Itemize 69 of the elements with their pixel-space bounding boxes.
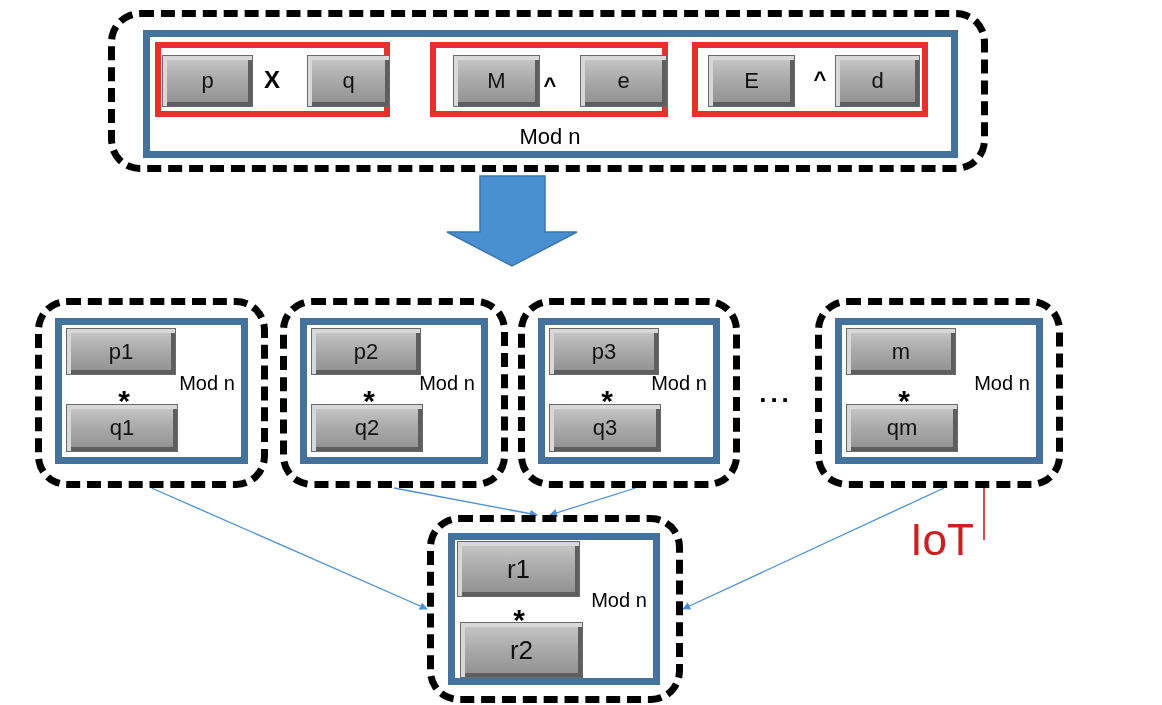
modulus-frame [448, 533, 660, 685]
operand-key [66, 328, 176, 375]
operand-key [549, 328, 659, 375]
modulus-text: Mod n [651, 371, 707, 395]
dashed-group-frame [815, 298, 1063, 488]
operation-frame [430, 42, 668, 117]
arrow [393, 487, 538, 518]
operation-frame [155, 42, 390, 117]
ellipsis-text: ... [759, 377, 793, 409]
modulus-text: Mod n [974, 371, 1030, 395]
arrow [682, 487, 945, 610]
operand-text: p2 [353, 338, 379, 365]
operand-text: p1 [108, 338, 134, 365]
modulus-frame [835, 318, 1043, 464]
dashed-group-frame [35, 298, 268, 488]
dashed-group-frame [280, 298, 508, 488]
operator-symbol: * [118, 384, 130, 418]
operand-text: e [617, 68, 630, 94]
operator-symbol: * [601, 384, 613, 418]
operand-key [580, 55, 667, 107]
operand-key [460, 622, 583, 678]
modulus-frame [55, 318, 248, 464]
arrow [150, 487, 428, 610]
modulus-frame [300, 318, 488, 464]
dashed-group-frame [518, 298, 740, 488]
modulus-frame [143, 30, 958, 158]
operand-text: m [891, 338, 911, 365]
operand-key [311, 328, 421, 375]
operand-text: q2 [354, 415, 380, 441]
operand-key [162, 55, 253, 107]
operand-key [453, 55, 540, 107]
modulus-text: Mod n [591, 588, 647, 612]
operand-text: p [201, 68, 214, 94]
operator-symbol: ^ [543, 73, 557, 99]
operand-key [846, 328, 956, 375]
dashed-group-frame [108, 10, 988, 172]
modulus-text: Mod n [419, 371, 475, 395]
operand-key [457, 541, 580, 597]
modulus-text: Mod n [519, 124, 581, 150]
operand-text: q1 [109, 415, 135, 441]
operand-key [311, 404, 423, 452]
operand-text: M [487, 68, 506, 94]
operator-symbol: X [264, 66, 280, 94]
operand-text: p3 [591, 338, 617, 365]
operand-key [846, 404, 958, 452]
operand-text: E [744, 68, 759, 94]
block-arrow [446, 175, 578, 267]
operand-text: d [871, 68, 884, 94]
operand-text: qm [886, 415, 918, 441]
operand-text: q [342, 68, 355, 94]
leader-line [983, 487, 985, 541]
dashed-group-frame [427, 515, 683, 703]
operand-key [549, 404, 661, 452]
operand-key [307, 55, 390, 107]
operator-symbol: * [898, 384, 910, 418]
operand-key [835, 55, 920, 107]
operand-key [66, 404, 178, 452]
arrow [549, 487, 637, 517]
operand-key [708, 55, 795, 107]
modulus-frame [538, 318, 720, 464]
operator-symbol: * [513, 603, 525, 637]
operation-frame [692, 42, 928, 117]
operator-symbol: * [363, 384, 375, 418]
operand-text: q3 [592, 415, 618, 441]
operand-text: r2 [509, 634, 534, 666]
modulus-text: Mod n [179, 371, 235, 395]
iot-text: IoT [910, 518, 974, 562]
operator-symbol: ^ [813, 67, 827, 93]
operand-text: r1 [506, 553, 531, 585]
